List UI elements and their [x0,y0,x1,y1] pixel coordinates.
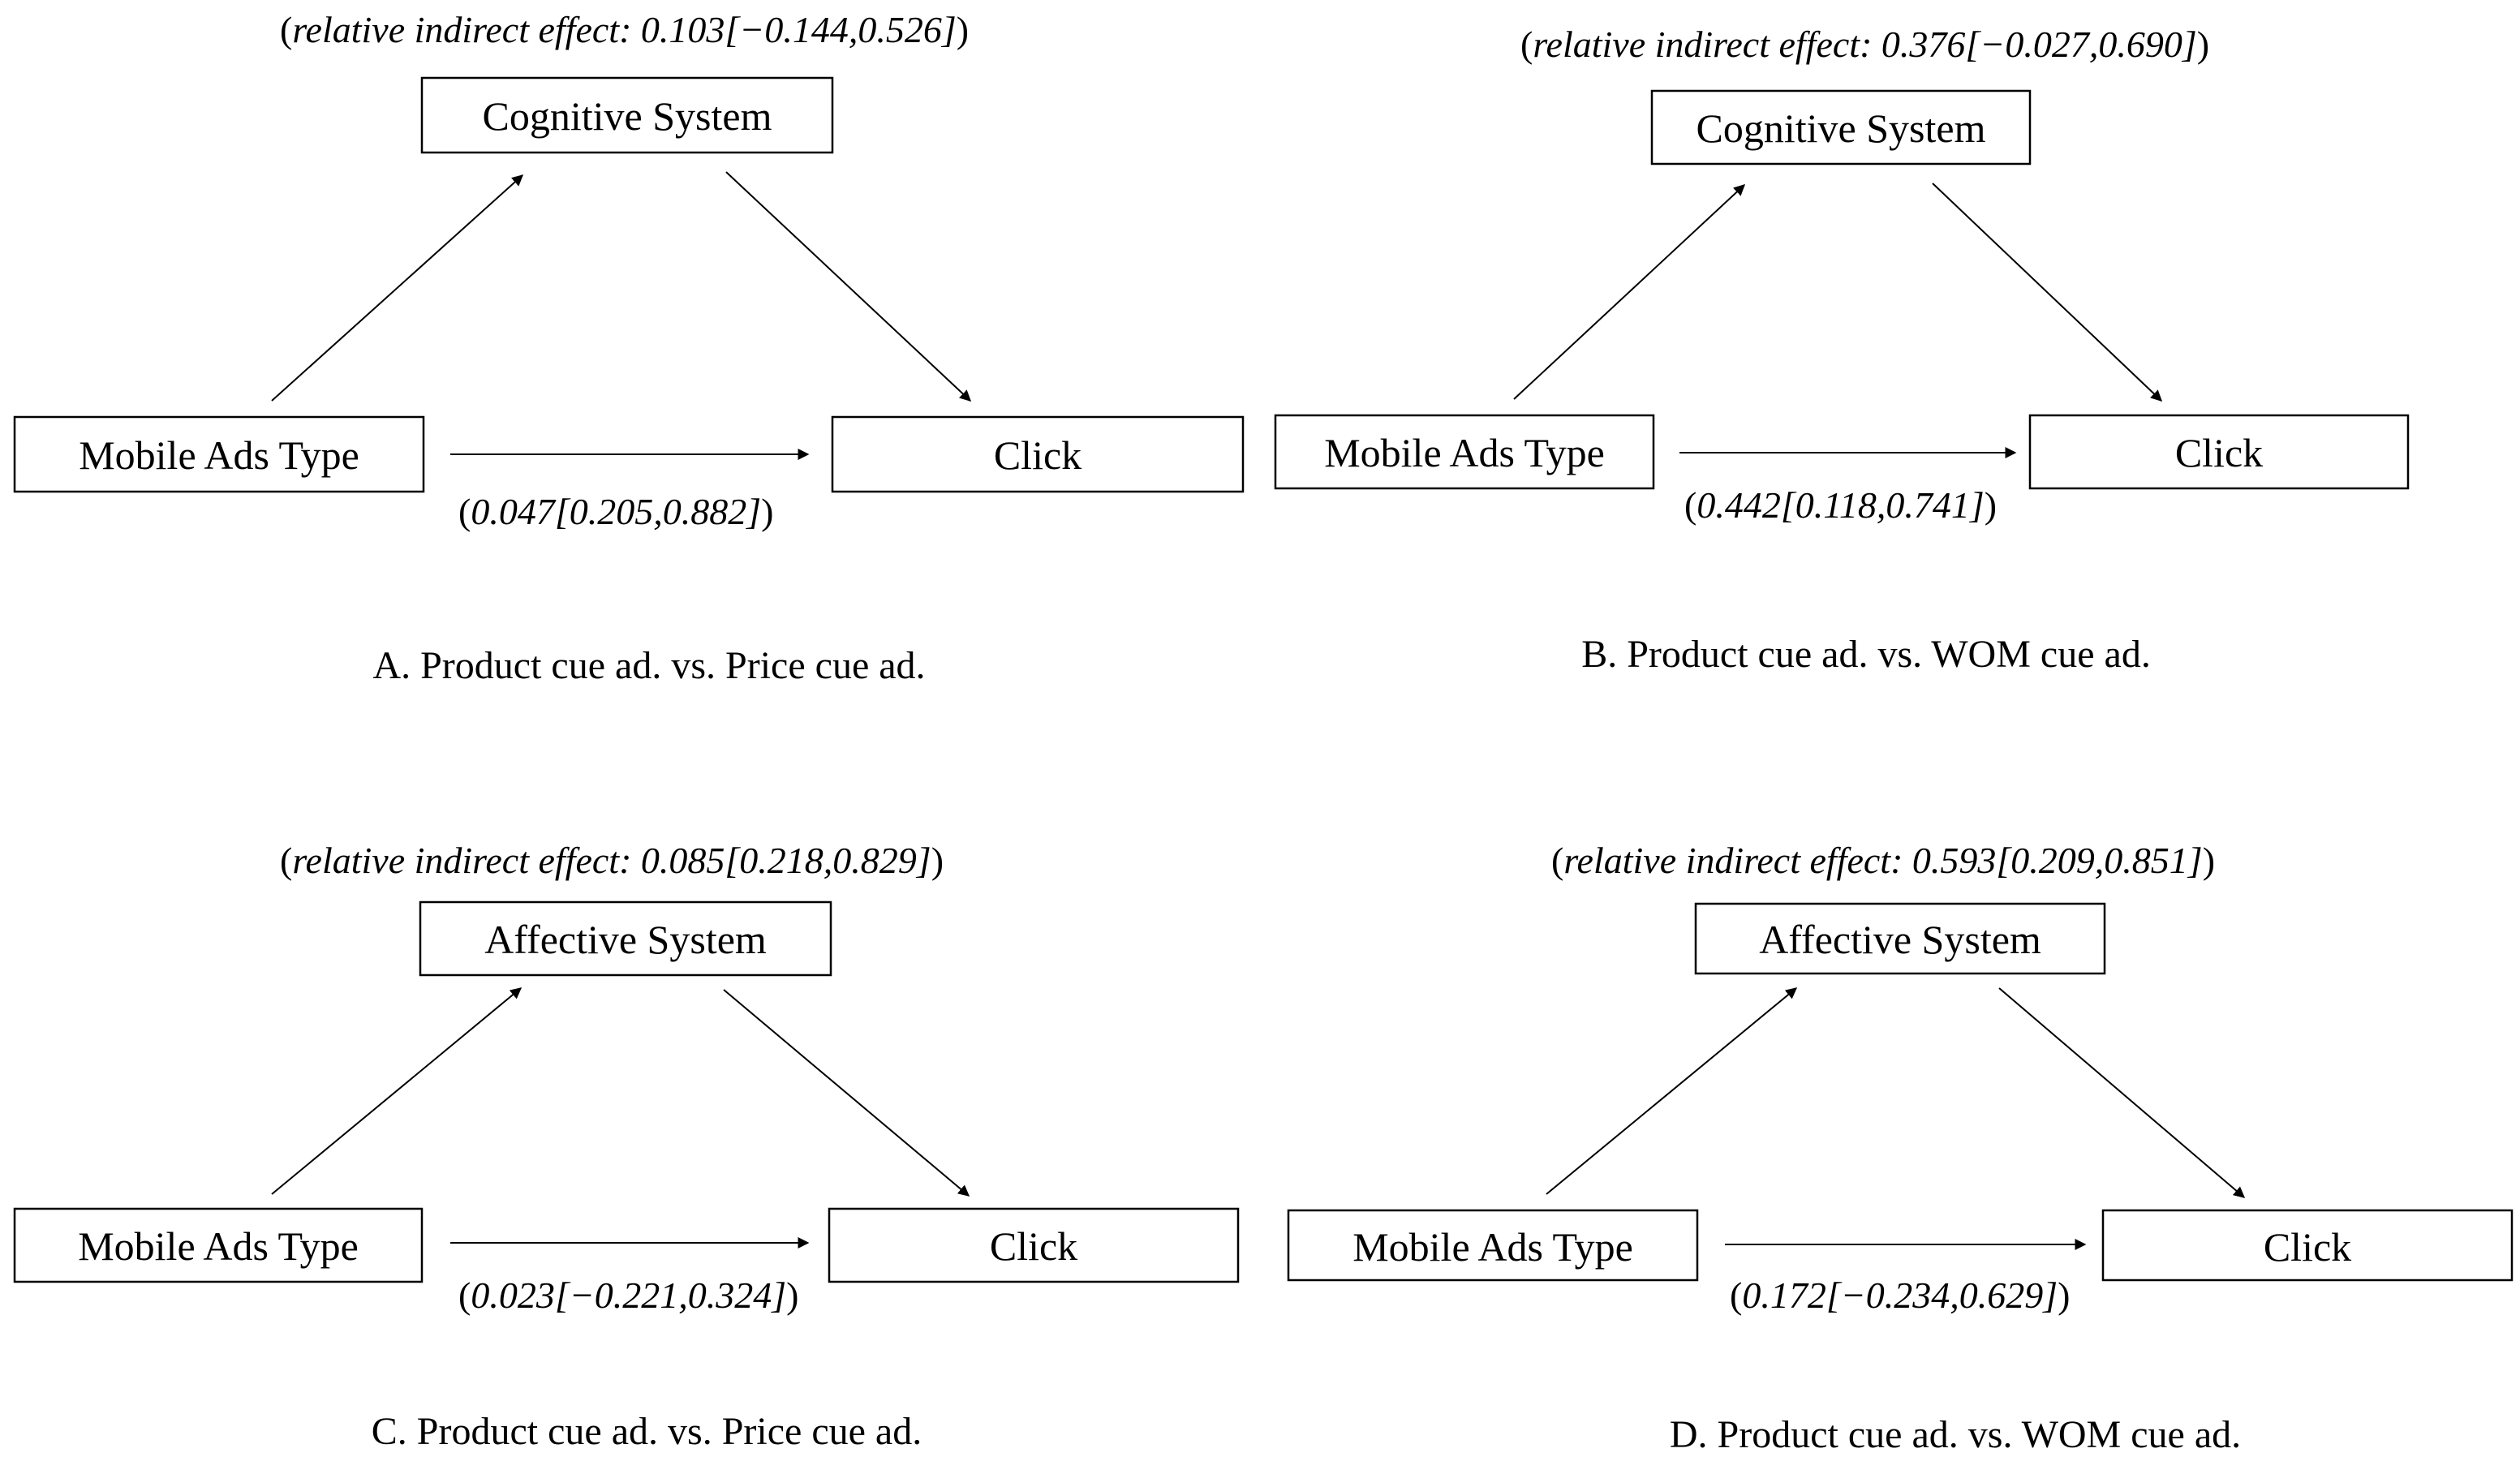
path-b-arrow [1932,183,2163,402]
predictor-box [13,415,425,493]
panel-c: (relative indirect effect: 0.085[0.218,0… [13,840,1240,1453]
path-a-arrow [1513,184,1746,400]
path-b-arrow [1998,987,2246,1198]
path-a-arrow [1546,987,1798,1195]
path-b-arrow [723,989,970,1197]
outcome-box [2101,1209,2514,1282]
predictor-label: Mobile Ads Type [1352,1224,1633,1270]
predictor-label: Mobile Ads Type [1324,430,1605,475]
mediator-label: Affective System [1759,917,2041,962]
mediator-box [1650,89,2032,165]
direct-effect-label: (0.023[−0.221,0.324]) [458,1274,799,1316]
predictor-box [1274,414,1655,490]
predictor-box [13,1207,424,1283]
outcome-box [828,1207,1240,1283]
outcome-label: Click [990,1223,1077,1269]
panel-a: (relative indirect effect: 0.103[−0.144,… [13,9,1245,687]
outcome-label: Click [2264,1224,2351,1270]
mediator-box [420,76,834,154]
indirect-effect-label: (relative indirect effect: 0.103[−0.144,… [280,9,969,50]
outcome-label: Click [2175,430,2263,475]
direct-effect-label: (0.172[−0.234,0.629]) [1730,1274,2071,1316]
panel-caption: B. Product cue ad. vs. WOM cue ad. [1581,633,2151,676]
mediator-label: Cognitive System [1696,105,1986,151]
indirect-effect-label: (relative indirect effect: 0.085[0.218,0… [280,840,944,881]
direct-effect-label: (0.442[0.118,0.741]) [1684,484,1997,526]
predictor-label: Mobile Ads Type [78,1223,359,1269]
path-a-arrow [271,987,522,1195]
outcome-label: Click [994,432,1082,478]
path-b-arrow [725,171,972,402]
outcome-box [831,415,1245,493]
mediator-box [1694,902,2106,975]
mediator-label: Affective System [484,917,767,962]
panel-caption: C. Product cue ad. vs. Price cue ad. [372,1410,922,1453]
predictor-label: Mobile Ads Type [79,432,359,478]
panel-d: (relative indirect effect: 0.593[0.209,0… [1287,840,2514,1456]
outcome-box [2028,414,2410,490]
direct-effect-label: (0.047[0.205,0.882]) [458,491,773,532]
indirect-effect-label: (relative indirect effect: 0.376[−0.027,… [1520,24,2209,65]
indirect-effect-label: (relative indirect effect: 0.593[0.209,0… [1551,840,2215,881]
predictor-box [1287,1209,1699,1282]
path-a-arrow [271,174,524,402]
mediator-label: Cognitive System [483,93,772,139]
mediator-box [419,900,832,977]
panel-b: (relative indirect effect: 0.376[−0.027,… [1274,24,2410,676]
panel-caption: A. Product cue ad. vs. Price cue ad. [372,644,925,687]
panel-caption: D. Product cue ad. vs. WOM cue ad. [1670,1413,2241,1456]
